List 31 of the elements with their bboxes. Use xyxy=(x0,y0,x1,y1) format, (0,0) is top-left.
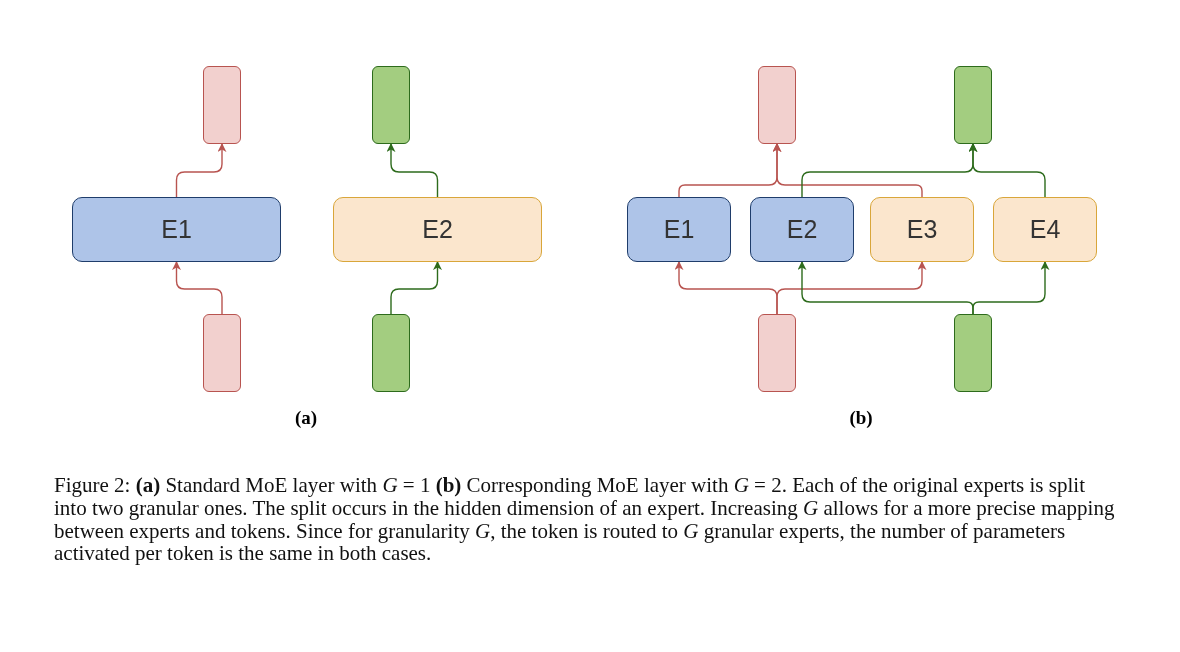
arrow xyxy=(386,143,439,198)
expert-box xyxy=(993,197,1097,262)
expert-label: E1 xyxy=(663,215,695,244)
arrow xyxy=(776,261,927,315)
arrow xyxy=(968,143,1046,198)
token-box xyxy=(758,314,796,392)
expert-box xyxy=(870,197,974,262)
token-box xyxy=(954,314,992,392)
arrow xyxy=(772,143,923,198)
expert-box xyxy=(627,197,731,262)
arrow xyxy=(972,261,1050,315)
expert-label: E2 xyxy=(422,215,453,244)
expert-label: E3 xyxy=(906,215,938,244)
token-box xyxy=(203,66,241,144)
panel-label: (b) xyxy=(848,407,874,429)
arrow xyxy=(390,261,442,315)
token-box xyxy=(372,314,410,392)
expert-box xyxy=(333,197,542,262)
expert-label: E4 xyxy=(1029,215,1061,244)
expert-label: E2 xyxy=(786,215,818,244)
arrow xyxy=(175,143,227,198)
token-box xyxy=(954,66,992,144)
figure-caption: Figure 2: (a) Standard MoE layer with G = 1 (b) Corresponding MoE layer with G = 2. Each of the original experts is split into two granular ones. The split occurs in the hidden dimension of an expert. Increasing G allows for a more precise mapping between experts and tokens. Since for granularity G, the token is routed to G granular experts, the number of parameters activated per token is the same in both cases. xyxy=(54,474,1116,566)
token-box xyxy=(758,66,796,144)
expert-label: E1 xyxy=(161,215,192,244)
token-box xyxy=(372,66,410,144)
expert-box xyxy=(72,197,281,262)
panel-label: (a) xyxy=(293,407,319,429)
arrow xyxy=(172,261,223,315)
token-box xyxy=(203,314,241,392)
expert-box xyxy=(750,197,854,262)
